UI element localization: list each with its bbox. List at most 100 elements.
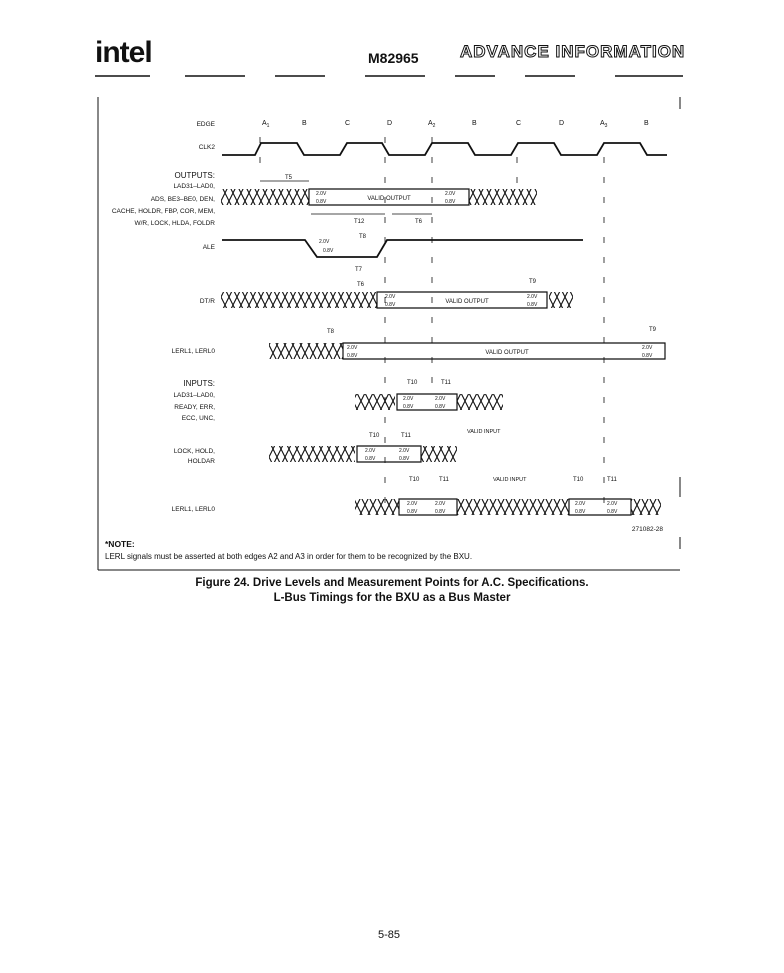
timing-t11-in: T11 (441, 380, 452, 386)
clk-label: CLK2 (199, 144, 216, 151)
timing-diagram: EDGE A1 B C D A2 B C D A3 B CLK2 OUTPUTS… (97, 97, 681, 571)
level-label: 0.8V (435, 509, 446, 515)
lerl-label: LERL1, LERL0 (172, 348, 216, 355)
level-label: 0.8V (347, 353, 358, 359)
lerl-input-invalid-mid (457, 499, 569, 515)
dtr-label: DT/R (200, 298, 215, 305)
edge-c1: C (345, 120, 350, 127)
edge-b3: B (644, 120, 649, 127)
dtr-valid-bus (376, 291, 548, 309)
lock-invalid-right (421, 446, 457, 462)
note-text: LERL signals must be asserted at both ed… (105, 552, 472, 561)
note-heading: *NOTE: (105, 539, 135, 549)
inputs-label-2: READY, ERR, (174, 404, 215, 411)
level-label: 2.0V (575, 501, 586, 507)
edge-b1: B (302, 120, 307, 127)
lock-label-2: HOLDAR (188, 458, 215, 465)
level-label: 0.8V (407, 509, 418, 515)
level-label: 2.0V (399, 448, 410, 454)
header-title: ADVANCE INFORMATION (459, 42, 686, 62)
outputs-label-1: LAD31–LAD0, (173, 183, 215, 190)
figure-caption-line-2: L-Bus Timings for the BXU as a Bus Maste… (273, 592, 511, 604)
timing-t10-lock: T10 (369, 433, 380, 439)
timing-t11-lerl-b: T11 (607, 477, 618, 483)
lerl-invalid-left (269, 343, 343, 359)
edge-c2: C (516, 120, 521, 127)
level-label: 2.0V (403, 396, 414, 402)
figure-caption-line-1: Figure 24. Drive Levels and Measurement … (195, 577, 589, 589)
level-label: 2.0V (435, 396, 446, 402)
inputs-label-3: ECC, UNC, (182, 415, 215, 422)
dtr-invalid-left (221, 292, 377, 308)
valid-input-note-2: VALID INPUT (493, 477, 527, 483)
lerl-input-label: LERL1, LERL0 (172, 506, 216, 513)
outputs-label-4: W/R, LOCK, HLDA, FOLDR (134, 220, 215, 227)
level-label: 0.8V (642, 353, 653, 359)
level-label: 0.8V (316, 199, 327, 205)
lock-invalid-left (269, 446, 355, 462)
page-number: 5-85 (378, 929, 401, 941)
edge-label: EDGE (197, 121, 216, 128)
outputs-valid-text: VALID OUTPUT (367, 196, 411, 202)
header-rule (95, 75, 683, 77)
timing-t9-dtr: T9 (529, 279, 537, 285)
lock-label-1: LOCK, HOLD, (174, 448, 215, 455)
level-label: 2.0V (319, 239, 330, 245)
lerl-valid-bus (342, 342, 666, 360)
level-label: 0.8V (399, 456, 410, 462)
lerl-valid-text: VALID OUTPUT (485, 350, 529, 356)
level-label: 2.0V (316, 191, 327, 197)
outputs-label-3: CACHE, HOLDR, FBP, COR, MEM, (112, 208, 215, 215)
level-label: 0.8V (365, 456, 376, 462)
level-label: 0.8V (575, 509, 586, 515)
level-label: 0.8V (385, 302, 396, 308)
timing-t12: T12 (354, 219, 365, 225)
timing-t11-lerl-a: T11 (439, 477, 450, 483)
timing-t10-in: T10 (407, 380, 418, 386)
level-label: 2.0V (407, 501, 418, 507)
dtr-invalid-right (549, 292, 573, 308)
part-number: M82965 (368, 50, 419, 66)
timing-t8-lerl: T8 (327, 329, 335, 335)
outputs-invalid-right (469, 189, 537, 205)
level-label: 0.8V (323, 248, 334, 254)
timing-t10-lerl-a: T10 (409, 477, 420, 483)
timing-t11-lock: T11 (401, 433, 412, 439)
timing-t9-lerl: T9 (649, 327, 657, 333)
inputs-label-1: LAD31–LAD0, (173, 392, 215, 399)
edge-d2: D (559, 120, 564, 127)
timing-t5: T5 (285, 175, 293, 181)
level-label: 2.0V (385, 294, 396, 300)
level-label: 0.8V (403, 404, 414, 410)
edge-a3: A3 (600, 120, 608, 129)
inputs-invalid-right (457, 394, 503, 410)
level-label: 2.0V (435, 501, 446, 507)
timing-t6-dtr: T6 (357, 282, 365, 288)
outputs-invalid-left (221, 189, 309, 205)
edge-a1: A1 (262, 120, 270, 129)
intel-logo: intel (95, 36, 153, 69)
edge-d1: D (387, 120, 392, 127)
inputs-invalid-left (355, 394, 395, 410)
valid-input-note-1: VALID INPUT (467, 429, 501, 435)
edge-a2: A2 (428, 120, 436, 129)
level-label: 2.0V (347, 345, 358, 351)
lerl-input-invalid-right (631, 499, 661, 515)
level-label: 2.0V (365, 448, 376, 454)
level-label: 2.0V (445, 191, 456, 197)
clk-waveform (222, 142, 667, 156)
level-label: 2.0V (642, 345, 653, 351)
level-label: 0.8V (607, 509, 618, 515)
timing-t7: T7 (355, 267, 363, 273)
level-label: 2.0V (607, 501, 618, 507)
timing-t10-lerl-b: T10 (573, 477, 584, 483)
ale-waveform (222, 239, 583, 258)
inputs-heading: INPUTS: (183, 379, 215, 388)
edge-b2: B (472, 120, 477, 127)
outputs-heading: OUTPUTS: (175, 171, 215, 180)
lerl-input-invalid-left (355, 499, 399, 515)
level-label: 2.0V (527, 294, 538, 300)
level-label: 0.8V (445, 199, 456, 205)
figure-id: 271082-28 (632, 526, 663, 533)
timing-t6: T6 (415, 219, 423, 225)
